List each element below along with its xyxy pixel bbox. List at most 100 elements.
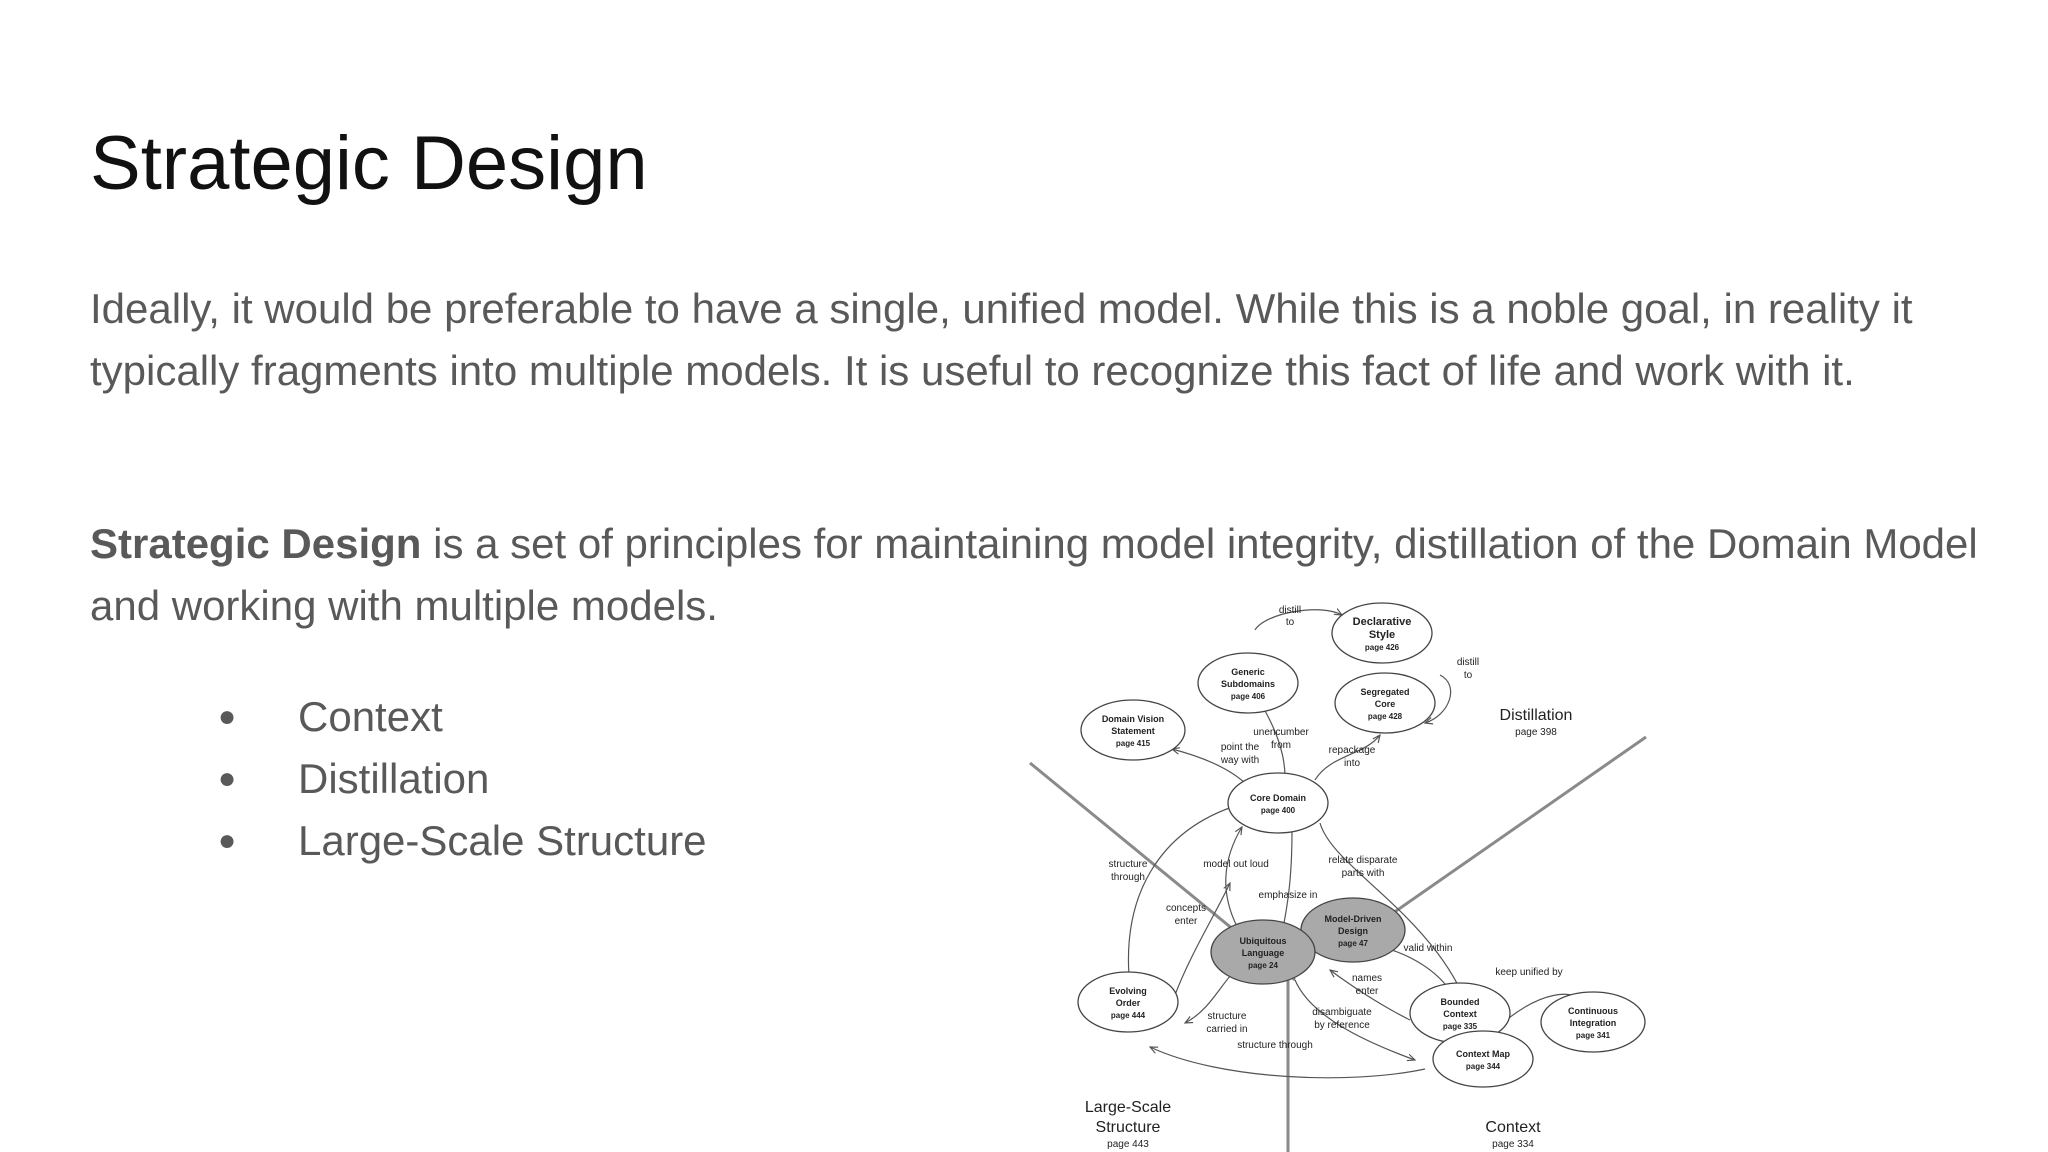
edge-label: structure through [1237,1040,1313,1051]
edge-label: valid within [1404,943,1453,954]
bullet-icon: ● [218,824,237,857]
slide-title: Strategic Design [90,121,648,206]
diagram-nodes [1077,602,1646,1088]
node-label: Subdomains [1221,679,1275,689]
edge-label: repackage [1329,745,1376,756]
node-page: page 335 [1443,1022,1478,1031]
edge-distill-top [1254,610,1342,631]
node-label: Bounded [1441,997,1480,1007]
node-label: Language [1242,948,1285,958]
node-page: page 24 [1248,961,1278,970]
edge-label: relate disparate [1329,855,1398,866]
edge-labels: distill to distill to unencumber from po… [1109,605,1563,1051]
edge-label: to [1286,617,1295,628]
node-label: Integration [1570,1018,1617,1028]
bullet-icon: ● [218,700,237,733]
node-label: Statement [1111,726,1155,736]
edge-names-enter [1330,970,1411,1021]
region-labels: Distillation page 398 Large-Scale Struct… [1085,707,1573,1150]
edge-disambiguate [1294,979,1415,1060]
node-page: page 400 [1261,806,1296,815]
node-generic-subdomains [1197,652,1299,714]
node-label: Continuous [1568,1006,1618,1016]
node-label: Context Map [1456,1049,1511,1059]
node-domain-vision [1080,699,1186,761]
diagram-canvas: Declarative Style page 426 Generic Subdo… [1029,602,1647,1152]
node-label: Core [1375,699,1396,709]
edge-label: parts with [1342,868,1385,879]
edge-label: point the [1221,742,1260,753]
edge-label: model out loud [1203,859,1269,870]
edge-label: through [1111,872,1145,883]
edge-label: to [1464,670,1473,681]
edge-label: structure [1208,1011,1247,1022]
edge-label: concepts [1166,903,1206,914]
edge-point-the-way [1172,749,1246,784]
definition-paragraph: Strategic Design is a set of principles … [90,513,1990,637]
edge-label: emphasize in [1259,890,1318,901]
node-label: Model-Driven [1324,914,1381,924]
node-label: Core Domain [1250,793,1306,803]
node-label: Domain Vision [1102,714,1164,724]
node-label: Style [1369,629,1395,641]
definition-text: is a set of principles for maintaining m… [90,520,1978,629]
node-label: Order [1116,998,1141,1008]
list-item-label: Context [298,693,443,740]
node-segregated-core [1334,672,1436,734]
edge-label: carried in [1206,1024,1247,1035]
node-label: Ubiquitous [1240,936,1287,946]
edge-label: enter [1356,986,1379,997]
region-label-distillation: Distillation [1500,707,1573,724]
node-ubiquitous-language [1210,919,1316,985]
node-core-domain [1227,772,1329,834]
node-page: page 406 [1231,692,1266,701]
node-page: page 341 [1576,1031,1611,1040]
edge-label: enter [1175,916,1198,927]
node-label: Context [1443,1009,1477,1019]
node-label: Segregated [1360,687,1409,697]
node-declarative-style [1331,602,1433,664]
intro-paragraph: Ideally, it would be preferable to have … [90,285,1913,394]
node-context-map [1432,1030,1534,1088]
list-item-label: Large-Scale Structure [298,817,707,864]
region-label-large-scale: Structure [1096,1119,1161,1136]
node-page: page 428 [1368,712,1403,721]
definition-term: Strategic Design [90,520,422,567]
node-labels: Declarative Style page 426 Generic Subdo… [1102,616,1618,1071]
edge-distill-right [1425,674,1452,723]
region-page-context: page 334 [1492,1139,1534,1150]
edge-label: structure [1109,859,1148,870]
node-continuous-integration [1540,991,1646,1053]
edge-label: keep unified by [1495,967,1562,978]
edge-label: distill [1279,605,1301,616]
strategic-design-diagram: Declarative Style page 426 Generic Subdo… [1020,595,1680,1152]
edge-label: distill [1457,657,1479,668]
bullet-icon: ● [218,762,237,795]
edge-emphasize-in [1282,830,1293,933]
region-label-large-scale: Large-Scale [1085,1099,1171,1116]
edge-label: way with [1220,755,1259,766]
node-page: page 444 [1111,1011,1146,1020]
list-item-label: Distillation [298,755,490,802]
edge-label: from [1271,740,1291,751]
region-page-distillation: page 398 [1515,727,1557,738]
node-label: Design [1338,926,1368,936]
edge-repackage [1314,735,1380,781]
node-label: Generic [1231,667,1265,677]
node-page: page 47 [1338,939,1368,948]
node-label: Evolving [1109,986,1147,996]
edge-structure-through-left [1128,804,1239,987]
edge-label: into [1344,758,1361,769]
edge-concepts-enter [1174,883,1230,996]
edge-label: by reference [1314,1020,1370,1031]
edge-label: names [1352,973,1382,984]
node-page: page 344 [1466,1062,1501,1071]
edge-label: unencumber [1253,727,1309,738]
region-page-large-scale: page 443 [1107,1139,1149,1150]
node-label: Declarative [1353,616,1412,628]
edge-structure-through-bottom [1150,1047,1426,1079]
region-label-context: Context [1485,1119,1541,1136]
edge-label: disambiguate [1312,1007,1372,1018]
node-page: page 426 [1365,643,1400,652]
node-evolving-order [1077,971,1179,1033]
